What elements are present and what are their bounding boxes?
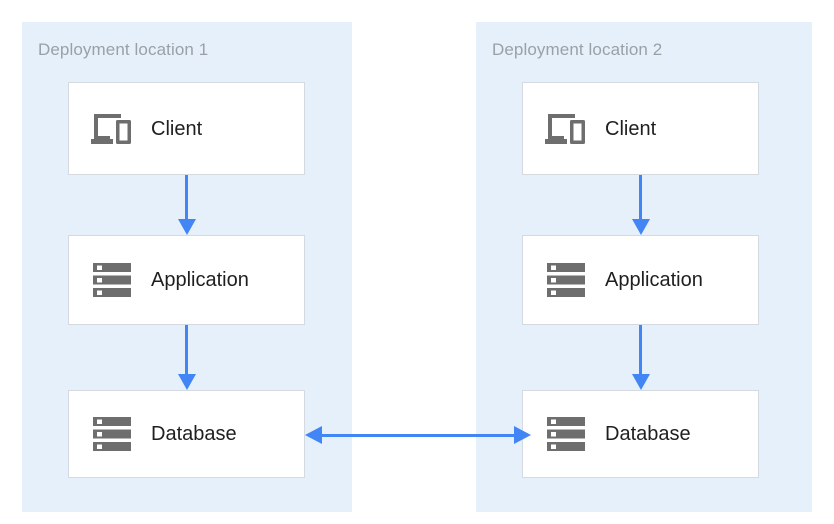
zone-2-arrow-application-to-database <box>629 325 653 390</box>
zone-2-client-label: Client <box>605 117 657 140</box>
zone-1-arrow-application-to-database <box>175 325 199 390</box>
zone-1-arrow-client-to-application <box>175 175 199 235</box>
database-server-icon <box>87 412 139 456</box>
zone-1-client-label: Client <box>151 117 203 140</box>
zone-1-application-label: Application <box>151 269 249 291</box>
arrow-head-down-icon <box>632 374 650 390</box>
zone-2-arrow-client-to-application <box>629 175 653 235</box>
arrow-stem <box>185 325 188 375</box>
arrow-stem <box>639 175 642 220</box>
database-server-icon <box>541 412 593 456</box>
arrow-head-left-icon <box>305 426 322 444</box>
arrow-stem <box>185 175 188 220</box>
zone-2-database-label: Database <box>605 423 691 445</box>
zone-2-application-label: Application <box>605 269 703 291</box>
zone-1-node-database[interactable]: Database <box>68 390 305 478</box>
zone-2-title: Deployment location 2 <box>492 40 663 59</box>
devices-icon <box>541 107 593 151</box>
arrow-head-down-icon <box>178 374 196 390</box>
zone-2-node-client[interactable]: Client <box>522 82 759 175</box>
arrow-head-down-icon <box>632 219 650 235</box>
arrow-head-right-icon <box>514 426 531 444</box>
zone-1-title: Deployment location 1 <box>38 40 209 59</box>
zone-2-node-application[interactable]: Application <box>522 235 759 325</box>
arrow-head-down-icon <box>178 219 196 235</box>
arrow-stem <box>321 434 515 437</box>
server-icon <box>541 258 593 302</box>
zone-deployment-location-2: Deployment location 2 Client <box>476 22 812 512</box>
zone-1-database-label: Database <box>151 423 237 445</box>
server-icon <box>87 258 139 302</box>
zone-1-node-client[interactable]: Client <box>68 82 305 175</box>
devices-icon <box>87 107 139 151</box>
zone-deployment-location-1: Deployment location 1 Client <box>22 22 352 512</box>
zone-1-node-application[interactable]: Application <box>68 235 305 325</box>
database-replication-link <box>305 426 531 446</box>
arrow-stem <box>639 325 642 375</box>
zone-2-node-database[interactable]: Database <box>522 390 759 478</box>
